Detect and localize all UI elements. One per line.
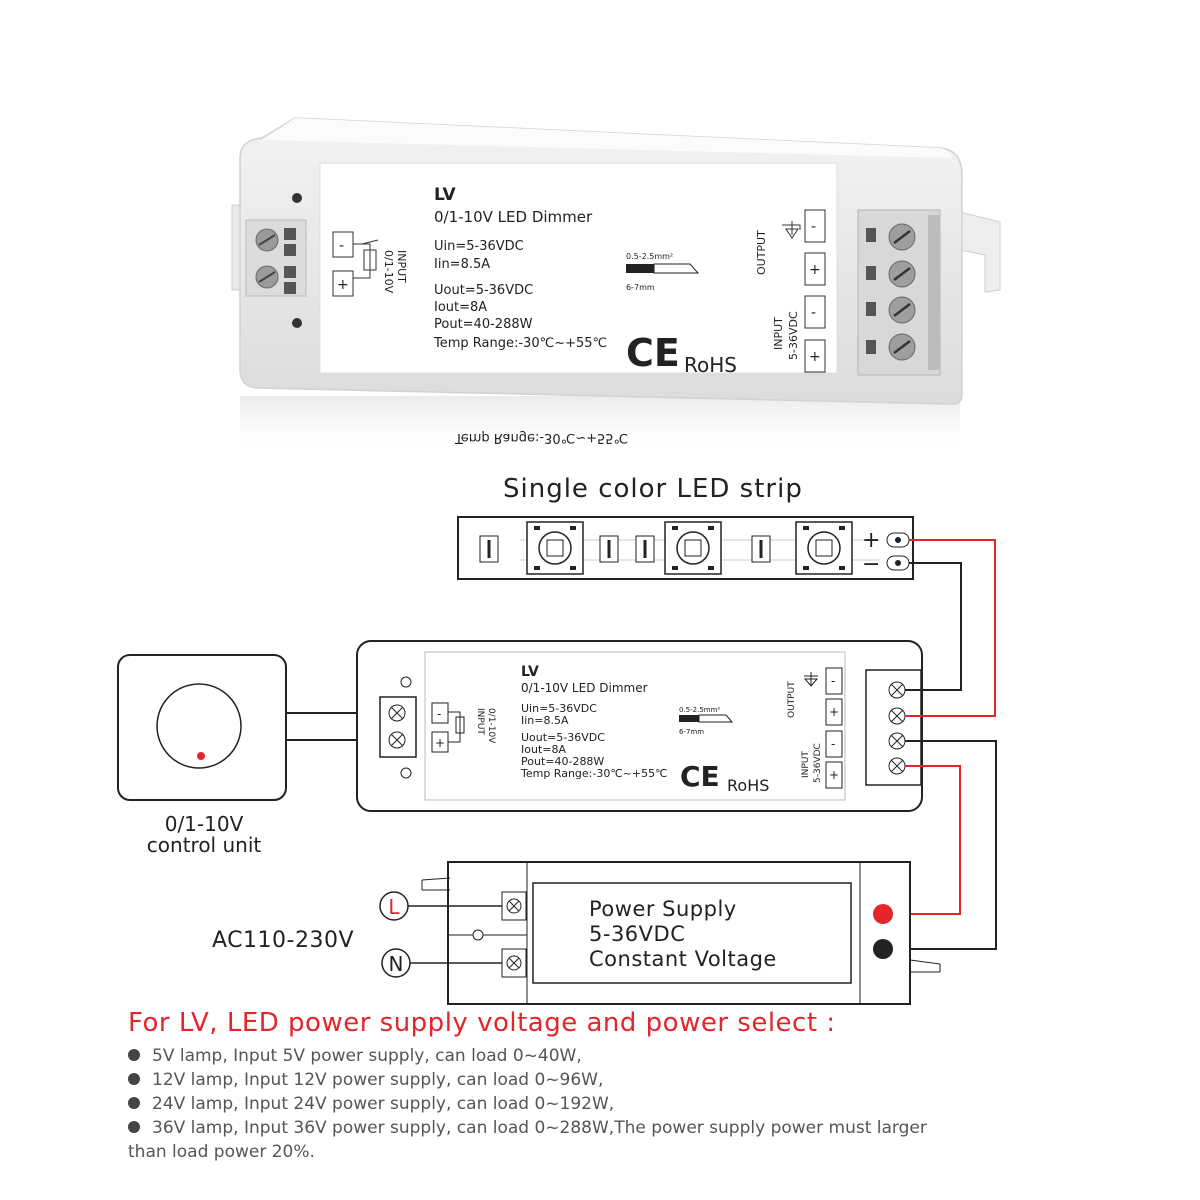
photo-in-plus: + xyxy=(337,277,349,293)
strip-plus-label: + xyxy=(862,528,880,553)
note-text: 5V lamp, Input 5V power supply, can load… xyxy=(152,1046,582,1066)
wire-strip-plus xyxy=(905,539,996,717)
notes-list: 5V lamp, Input 5V power supply, can load… xyxy=(128,1044,1128,1164)
bullet-icon xyxy=(128,1073,140,1085)
list-item: 5V lamp, Input 5V power supply, can load… xyxy=(128,1044,1128,1068)
list-item: 24V lamp, Input 24V power supply, can lo… xyxy=(128,1092,1128,1116)
diag-input-label: INPUT xyxy=(475,708,485,735)
note-continuation: than load power 20%. xyxy=(128,1142,315,1162)
photo-input-label: INPUT xyxy=(395,250,408,283)
list-item-continuation: than load power 20%. xyxy=(128,1140,1128,1164)
note-text: 12V lamp, Input 12V power supply, can lo… xyxy=(152,1070,604,1090)
photo-in-minus: - xyxy=(339,238,344,254)
notes-title: For LV, LED power supply voltage and pow… xyxy=(128,1008,836,1038)
photo-input-signal: 0/1-10V xyxy=(382,250,395,294)
diag-input-signal: 0/1-10V xyxy=(486,708,496,744)
diag-rohs-mark: RoHS xyxy=(727,776,769,795)
photo-out-minus: - xyxy=(811,219,816,235)
neutral-label: N xyxy=(389,952,404,976)
strip-minus-label: − xyxy=(862,552,880,577)
diag-out-minus: - xyxy=(831,674,835,688)
photo-input-dc-voltage: 5-36VDC xyxy=(787,311,800,360)
note-text: 24V lamp, Input 24V power supply, can lo… xyxy=(152,1094,615,1114)
diag-pwr-minus: - xyxy=(831,737,835,751)
diag-spec-pout: Pout=40-288W xyxy=(521,755,604,768)
wire-strip-minus xyxy=(905,562,962,691)
photo-input-dc-label: INPUT xyxy=(772,317,785,350)
reflection-text: Temp Range:-30℃~+55℃ xyxy=(454,430,628,445)
photo-spec-uout: Uout=5-36VDC xyxy=(434,283,533,298)
photo-product-subtitle: 0/1-10V LED Dimmer xyxy=(434,208,593,226)
bullet-icon xyxy=(128,1049,140,1061)
photo-spec-iout: Iout=8A xyxy=(434,300,487,315)
photo-strip-length: 6-7mm xyxy=(626,283,655,292)
photo-output-label: OUTPUT xyxy=(755,230,768,275)
psu-label-3: Constant Voltage xyxy=(589,947,777,971)
diag-pwr-plus: + xyxy=(829,768,839,782)
diag-spec-iout: Iout=8A xyxy=(521,743,566,756)
diag-input-dc-voltage: 5-36VDC xyxy=(813,743,823,783)
note-text: 36V lamp, Input 36V power supply, can lo… xyxy=(152,1118,927,1138)
photo-out-plus: + xyxy=(809,262,821,278)
photo-wire-gauge: 0.5-2.5mm² xyxy=(626,252,673,261)
list-item: 36V lamp, Input 36V power supply, can lo… xyxy=(128,1116,1128,1140)
live-label: L xyxy=(388,895,400,919)
diag-spec-temp: Temp Range:-30℃~+55℃ xyxy=(520,767,668,780)
bullet-icon xyxy=(128,1121,140,1133)
diag-spec-uin: Uin=5-36VDC xyxy=(521,702,597,715)
photo-spec-temp: Temp Range:-30℃~+55℃ xyxy=(433,336,607,351)
bullet-icon xyxy=(128,1097,140,1109)
voltage-notes: For LV, LED power supply voltage and pow… xyxy=(128,1008,1128,1164)
wire-psu-plus xyxy=(884,765,961,915)
photo-pwr-plus: + xyxy=(809,349,821,365)
psu-positive-terminal xyxy=(873,904,893,924)
psu-label-1: Power Supply xyxy=(589,897,737,921)
photo-spec-iin: Iin=8.5A xyxy=(434,257,490,272)
photo-spec-uin: Uin=5-36VDC xyxy=(434,239,524,254)
wire-psu-minus xyxy=(884,740,997,950)
diag-wire-gauge: 0.5-2.5mm² xyxy=(679,706,720,714)
photo-spec-pout: Pout=40-288W xyxy=(434,317,533,332)
photo-pwr-minus: - xyxy=(811,305,816,321)
control-unit-label-2: control unit xyxy=(147,833,262,857)
photo-product-name: LV xyxy=(434,185,456,205)
product-photo: Temp Range:-30℃~+55℃ xyxy=(231,117,1001,456)
diag-ce-mark: CE xyxy=(680,760,720,793)
power-supply: Power Supply 5-36VDC Constant Voltage xyxy=(421,861,941,1005)
list-item: 12V lamp, Input 12V power supply, can lo… xyxy=(128,1068,1128,1092)
diag-in-minus: - xyxy=(437,707,441,721)
strip-title: Single color LED strip xyxy=(503,474,803,504)
control-unit: 0/1-10V control unit xyxy=(117,654,287,857)
photo-rohs-mark: RoHS xyxy=(684,353,737,377)
psu-label-2: 5-36VDC xyxy=(589,922,685,946)
dimmer-diagram: - + INPUT 0/1-10V LV 0/1-10V LED Dimmer … xyxy=(356,640,923,812)
diag-out-plus: + xyxy=(829,705,839,719)
diag-product-name: LV xyxy=(521,664,539,680)
product-label xyxy=(319,162,838,374)
control-unit-label-1: 0/1-10V xyxy=(165,812,244,836)
psu-negative-terminal xyxy=(873,939,893,959)
photo-ce-mark: CE xyxy=(626,331,680,375)
diag-strip-length: 6-7mm xyxy=(679,728,704,736)
diag-product-subtitle: 0/1-10V LED Dimmer xyxy=(521,681,648,695)
led-strip: + − xyxy=(457,516,914,580)
diag-spec-iin: Iin=8.5A xyxy=(521,714,569,727)
diag-input-dc-label: INPUT xyxy=(801,751,811,778)
ac-voltage-label: AC110-230V xyxy=(212,928,354,953)
diag-in-plus: + xyxy=(435,736,445,750)
diag-output-label: OUTPUT xyxy=(787,681,797,718)
diag-spec-uout: Uout=5-36VDC xyxy=(521,731,605,744)
